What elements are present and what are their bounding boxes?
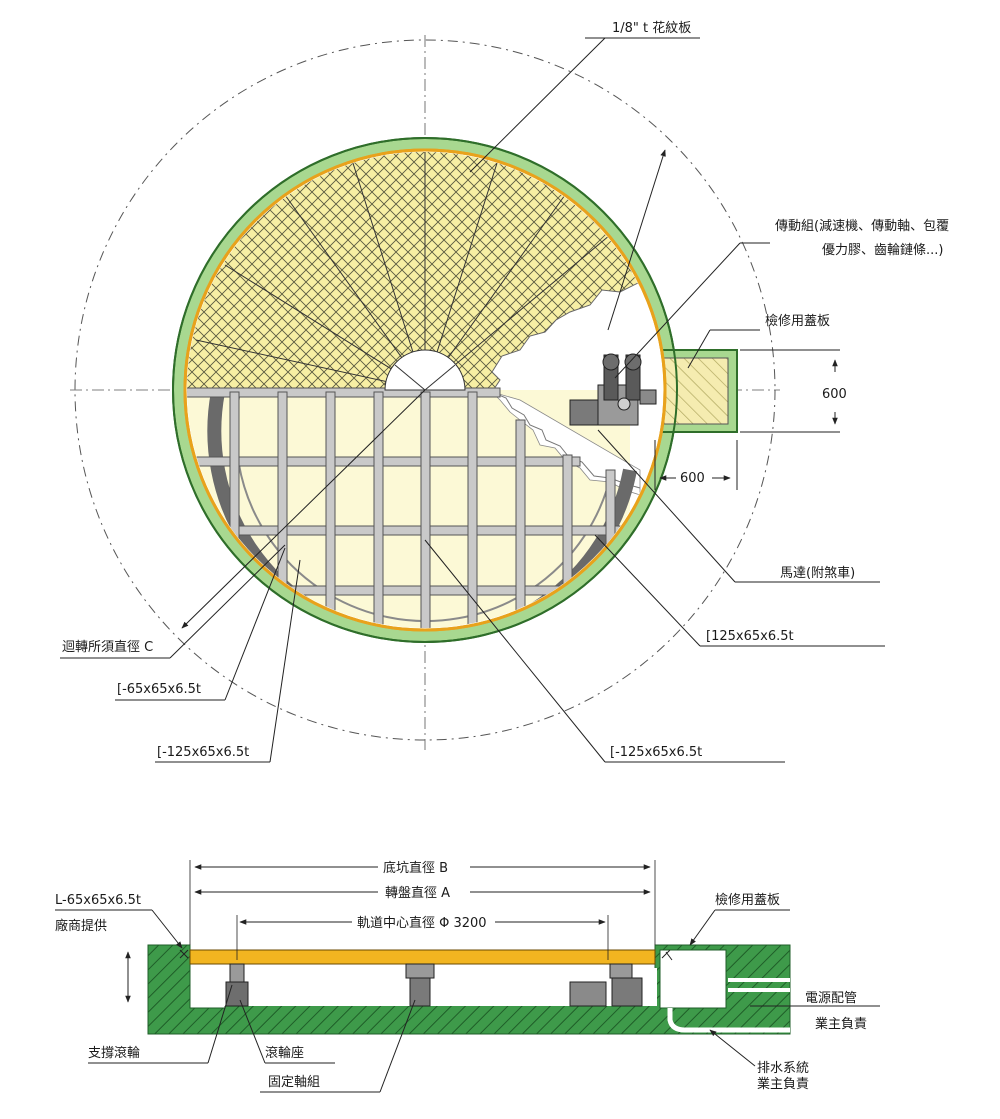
label-cover-top: 檢修用蓋板 — [765, 313, 830, 329]
label-angle-side-1: L-65x65x6.5t — [55, 893, 141, 908]
label-plate: 1/8" t 花紋板 — [612, 20, 691, 36]
drive-unit — [569, 353, 657, 426]
dim-pit-dia: 底坑直徑 B — [383, 860, 448, 876]
dim-600-h-text: 600 — [680, 471, 705, 486]
label-drain-2: 業主負責 — [757, 1076, 809, 1092]
label-angle-side-2: 廠商提供 — [55, 918, 107, 934]
dim-600-horizontal: 600 — [654, 440, 738, 490]
label-drive-2: 優力膠、齒輪鏈條...) — [822, 242, 943, 258]
side-view: 底坑直徑 B 轉盤直徑 A 軌道中心直徑 Φ 3200 L-65x65x6.5t… — [55, 860, 880, 1093]
top-view: 600 600 1/8" t 花紋板 傳動組(減速機、傳動軸、包覆 優力膠、齒輪… — [60, 20, 949, 763]
label-drain-1: 排水系統 — [757, 1061, 809, 1076]
support-rollers — [225, 963, 643, 1007]
label-power-2: 業主負責 — [815, 1016, 867, 1032]
service-cover-plate — [663, 357, 729, 425]
label-motor: 馬達(附煞車) — [780, 566, 855, 581]
dim-rail-dia: 軌道中心直徑 Φ 3200 — [357, 915, 487, 931]
label-drive-1: 傳動組(減速機、傳動軸、包覆 — [775, 218, 949, 234]
label-turn-dia: 迴轉所須直徑 C — [62, 640, 153, 655]
label-fixed-axle: 固定軸組 — [268, 1075, 320, 1090]
label-cover-side: 檢修用蓋板 — [715, 892, 780, 908]
turntable-top — [189, 949, 656, 965]
dim-table-dia: 轉盤直徑 A — [385, 886, 450, 901]
dim-600-v-text: 600 — [822, 387, 847, 402]
rail-track — [207, 390, 637, 628]
center-hub — [384, 349, 466, 391]
power-conduit — [728, 978, 790, 992]
label-support-roller: 支撐滾輪 — [88, 1045, 140, 1061]
beam-grid — [187, 387, 621, 628]
label-beam-bottom: [-125x65x6.5t — [610, 745, 702, 760]
drain-pipe — [667, 1008, 790, 1033]
label-power-1: 電源配管 — [805, 991, 857, 1006]
label-beam-right: [125x65x6.5t — [706, 629, 794, 644]
label-roller-seat: 滾輪座 — [265, 1045, 304, 1061]
label-beam-left: [-125x65x6.5t — [157, 745, 249, 760]
label-angle-top: [-65x65x6.5t — [117, 682, 201, 697]
dim-600-vertical: 600 — [740, 349, 847, 433]
service-pit-cavity — [659, 949, 727, 1009]
